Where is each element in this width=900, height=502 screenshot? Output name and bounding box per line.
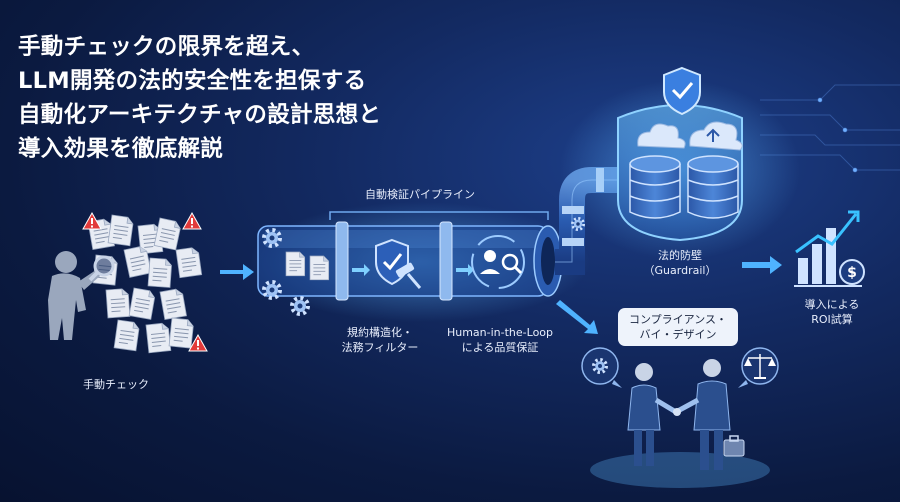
roi-label-line-2: ROI試算 [811, 313, 853, 326]
manual-check-label: 手動チェック [83, 378, 149, 391]
main-title: 手動チェックの限界を超え、 LLM開発の法的安全性を担保する 自動化アーキテクチ… [18, 30, 381, 166]
roi-label: 導入による ROI試算 [790, 297, 874, 327]
guardrail-label-line-2: （Guardrail） [643, 264, 717, 277]
briefcase-icon [723, 435, 745, 457]
guardrail-label-line-1: 法的防壁 [658, 249, 702, 262]
arrow-icon [352, 264, 474, 276]
title-line-4: 導入効果を徹底解説 [18, 136, 224, 162]
filter-label: 規約構造化・ 法務フィルター [330, 325, 430, 355]
stage-glow [590, 452, 770, 488]
handshake-icon [654, 397, 700, 416]
arrow-icon [742, 256, 782, 274]
database-icon [629, 155, 739, 219]
shield-check-icon [663, 66, 701, 116]
pipeline-label: 自動検証パイプライン [365, 188, 475, 201]
roi-label-line-1: 導入による [804, 298, 860, 311]
gavel-icon [395, 262, 422, 289]
dollar-coin-icon: $ [839, 259, 865, 285]
filter-label-line-2: 法務フィルター [341, 341, 419, 354]
compliance-line-1: コンプライアンス・ [628, 313, 727, 326]
title-line-1: 手動チェックの限界を超え、 [18, 34, 315, 60]
hitl-label-line-2: による品質保証 [461, 341, 539, 354]
pipeline-tube [257, 221, 563, 301]
compliance-line-2: バイ・デザイン [639, 328, 717, 341]
arrow-icon [556, 300, 598, 334]
gear-head-icon [581, 347, 622, 388]
guardrail-label: 法的防壁 （Guardrail） [630, 248, 730, 278]
filter-label-line-1: 規約構造化・ [347, 326, 413, 339]
circuit-lines [760, 84, 900, 173]
cloud-icon [637, 121, 743, 151]
manual-check-illustration [48, 212, 208, 354]
svg-text:$: $ [847, 265, 857, 281]
hitl-label-line-1: Human-in-the-Loop [446, 326, 554, 339]
document-icon [87, 214, 203, 354]
compliance-bubble: コンプライアンス・ バイ・デザイン [618, 308, 738, 346]
bar-chart-icon [794, 210, 862, 287]
hitl-label: Human-in-the-Loop による品質保証 [440, 325, 560, 355]
title-line-2: LLM開発の法的安全性を担保する [18, 68, 367, 94]
person-search-icon [471, 235, 525, 289]
title-line-3: 自動化アーキテクチャの設計思想と [18, 102, 382, 128]
person-icon [627, 359, 731, 470]
arrow-icon [220, 264, 254, 280]
magnifier-icon [88, 255, 115, 282]
person-icon [48, 251, 100, 340]
scales-icon [738, 347, 779, 388]
